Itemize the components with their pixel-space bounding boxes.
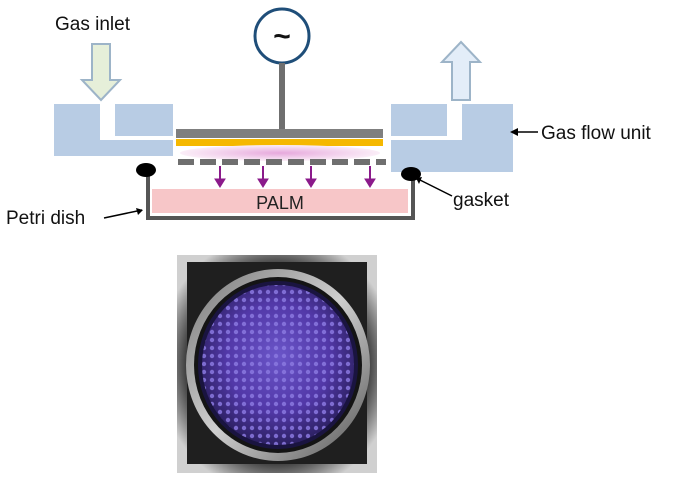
ac-power-source-icon: ~ bbox=[253, 7, 311, 65]
petri-dish bbox=[146, 172, 415, 220]
gasket-label: gasket bbox=[453, 190, 510, 211]
gas-flow-unit-right bbox=[391, 104, 513, 172]
electrode-wire bbox=[279, 63, 285, 130]
top-electrode bbox=[176, 129, 383, 138]
mesh-electrode bbox=[178, 159, 386, 165]
gas-flow-unit-left bbox=[54, 104, 173, 156]
plasma-photograph bbox=[177, 255, 377, 473]
gasket-left bbox=[136, 163, 156, 177]
petri-dish-pointer bbox=[103, 208, 143, 219]
gas-inlet-label: Gas inlet bbox=[55, 14, 131, 35]
plasma-glow bbox=[180, 145, 380, 161]
up-arrow-icon bbox=[439, 40, 483, 101]
gasket-right bbox=[401, 167, 421, 181]
petri-dish-label: Petri dish bbox=[6, 208, 85, 229]
gas-flow-unit-pointer bbox=[510, 128, 538, 136]
gas-flow-unit-label: Gas flow unit bbox=[541, 123, 652, 144]
reactive-species-arrows bbox=[214, 166, 376, 188]
down-arrow-icon bbox=[79, 43, 123, 102]
dielectric-layer bbox=[176, 139, 383, 146]
gasket-pointer bbox=[415, 177, 453, 197]
power-source-symbol: ~ bbox=[273, 20, 291, 53]
palm-label: PALM bbox=[256, 193, 304, 213]
